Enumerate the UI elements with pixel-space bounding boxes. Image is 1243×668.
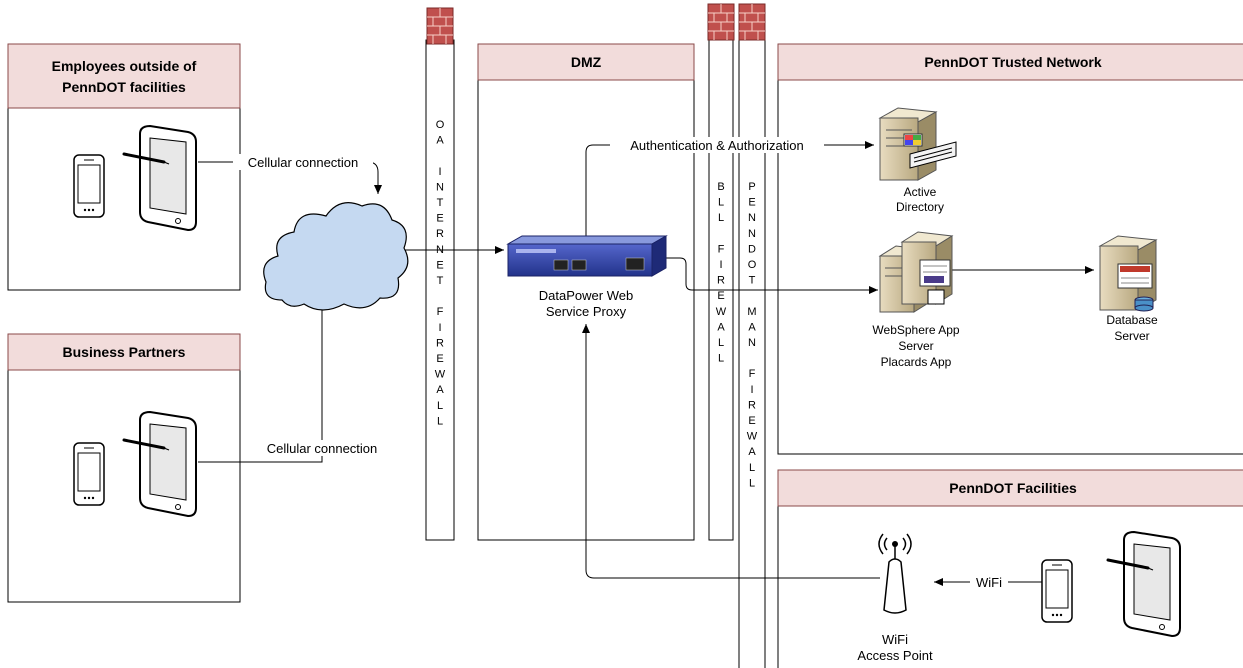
websphere-label-line3: Placards App	[881, 355, 952, 369]
access-point-label-line2: Access Point	[857, 648, 933, 663]
zone-employees-title-line2: PennDOT facilities	[62, 79, 186, 95]
connector-wifi: WiFi	[934, 574, 1042, 590]
connector-employees-cellular: Cellular connection	[198, 154, 382, 194]
server-icon	[1098, 235, 1158, 312]
datapower-label-line2: Service Proxy	[546, 304, 627, 319]
zone-dmz: DMZ	[477, 43, 695, 541]
access-point-label-line1: WiFi	[882, 632, 908, 647]
connector-auth: Authentication & Authorization	[585, 137, 874, 238]
zone-trusted-network-title: PennDOT Trusted Network	[924, 54, 1102, 70]
firewall-brick-icon	[707, 3, 735, 41]
wifi-link-label: WiFi	[976, 575, 1002, 590]
zone-employees: Employees outside of PennDOT facilities	[7, 43, 241, 291]
active-directory-label-line2: Directory	[896, 200, 944, 214]
zone-facilities-title: PennDOT Facilities	[949, 480, 1077, 496]
cellular-connection-label-top: Cellular connection	[248, 155, 359, 170]
appliance-icon	[506, 235, 668, 277]
websphere-label-line1: WebSphere App	[872, 323, 960, 337]
smartphone-icon	[1041, 559, 1073, 623]
tablet-icon	[1106, 530, 1181, 638]
tablet-icon	[122, 410, 197, 518]
zone-dmz-title: DMZ	[571, 54, 602, 70]
database-label-line1: Database	[1106, 313, 1158, 327]
connector-partners-cellular: Cellular connection	[198, 300, 394, 463]
cellular-connection-label-bottom: Cellular connection	[267, 441, 378, 456]
websphere-label-line2: Server	[898, 339, 933, 353]
server-icon	[900, 231, 954, 305]
tablet-icon	[122, 124, 197, 232]
smartphone-icon	[73, 154, 105, 218]
connector-datapower-websphere	[664, 257, 878, 294]
zone-business-partners-title: Business Partners	[63, 344, 186, 360]
zone-business-partners: Business Partners	[7, 333, 241, 603]
firewall-brick-icon	[426, 7, 454, 45]
connector-wifi-datapower	[582, 324, 880, 579]
server-icon	[878, 107, 957, 181]
wifi-access-point-icon	[878, 533, 912, 614]
cloud-icon	[263, 202, 409, 311]
smartphone-icon	[73, 442, 105, 506]
database-label-line2: Server	[1114, 329, 1149, 343]
firewall-brick-icon	[738, 3, 766, 41]
active-directory-label-line1: Active	[904, 185, 937, 199]
auth-label: Authentication & Authorization	[630, 138, 803, 153]
zone-trusted-network: PennDOT Trusted Network	[777, 43, 1243, 455]
datapower-label-line1: DataPower Web	[539, 288, 633, 303]
zone-employees-title-line1: Employees outside of	[52, 58, 197, 74]
